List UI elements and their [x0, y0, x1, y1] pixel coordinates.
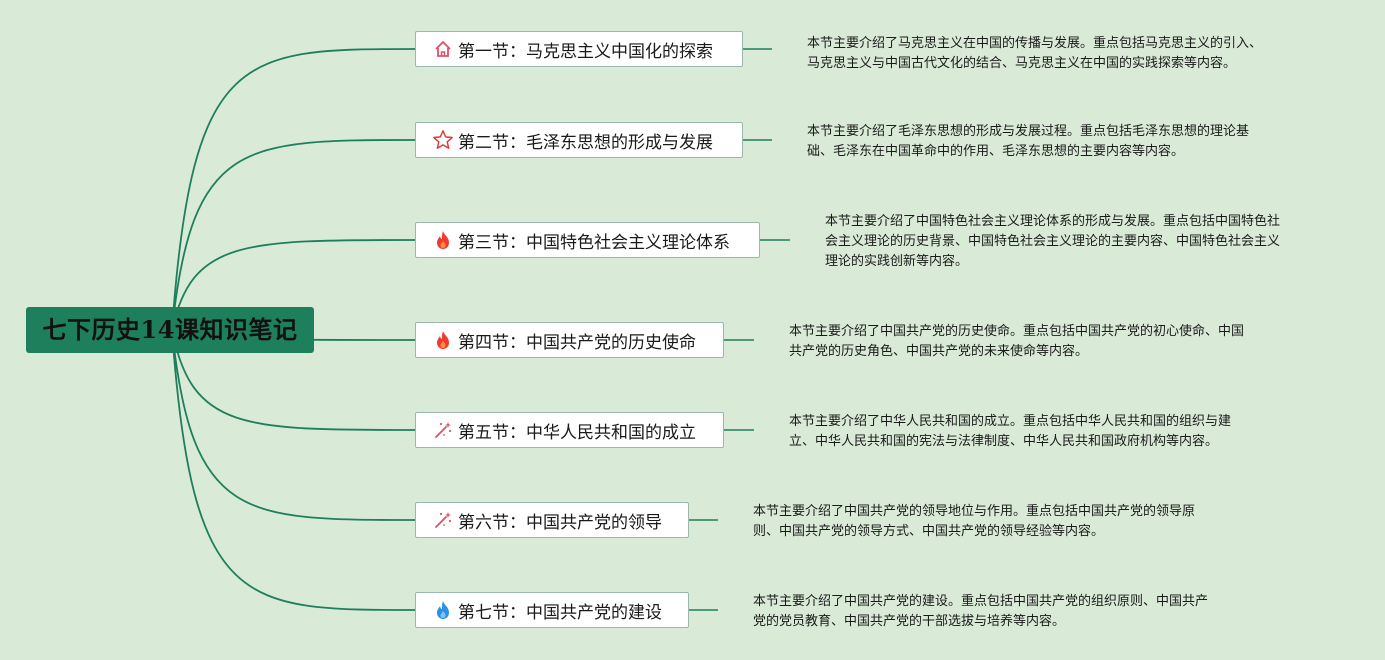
description-line: 则、中国共产党的领导方式、中国共产党的领导经验等内容。: [753, 524, 1105, 539]
fire-icon: [432, 329, 454, 351]
topic-description: 本节主要介绍了中国共产党的建设。重点包括中国共产党的组织原则、中国共产党的党员教…: [753, 592, 1208, 632]
sparkle-wand-icon: [432, 509, 454, 531]
sparkle-wand-icon: [432, 419, 454, 441]
description-line: 本节主要介绍了中国共产党的建设。重点包括中国共产党的组织原则、中国共产: [753, 594, 1209, 609]
topic-description: 本节主要介绍了中国共产党的领导地位与作用。重点包括中国共产党的领导原则、中国共产…: [753, 502, 1195, 542]
fire-icon: [432, 229, 454, 251]
branch-line: [171, 139, 416, 331]
topic-section-2[interactable]: 第二节：毛泽东思想的形成与发展: [415, 122, 743, 158]
description-line: 本节主要介绍了中国共产党的领导地位与作用。重点包括中国共产党的领导原: [753, 504, 1196, 519]
topic-label: 第四节：中国共产党的历史使命: [458, 332, 696, 353]
topic-label: 第七节：中国共产党的建设: [458, 602, 662, 623]
topic-section-5[interactable]: 第五节：中华人民共和国的成立: [415, 412, 724, 448]
description-line: 本节主要介绍了毛泽东思想的形成与发展过程。重点包括毛泽东思想的理论基: [807, 124, 1250, 139]
description-line: 立、中华人民共和国的宪法与法律制度、中华人民共和国政府机构等内容。: [789, 434, 1219, 449]
root-topic[interactable]: 七下历史14课知识笔记: [26, 307, 314, 353]
topic-description: 本节主要介绍了中华人民共和国的成立。重点包括中华人民共和国的组织与建立、中华人民…: [789, 412, 1231, 452]
description-line: 本节主要介绍了马克思主义在中国的传播与发展。重点包括马克思主义的引入、: [807, 36, 1263, 51]
description-line: 本节主要介绍了中华人民共和国的成立。重点包括中华人民共和国的组织与建: [789, 414, 1232, 429]
topic-section-6[interactable]: 第六节：中国共产党的领导: [415, 502, 689, 538]
topic-section-4[interactable]: 第四节：中国共产党的历史使命: [415, 322, 724, 358]
branch-line: [171, 329, 416, 521]
description-line: 础、毛泽东在中国革命中的作用、毛泽东思想的主要内容等内容。: [807, 144, 1185, 159]
description-line: 共产党的历史角色、中国共产党的未来使命等内容。: [789, 344, 1089, 359]
topic-label: 第一节：马克思主义中国化的探索: [458, 41, 713, 62]
topic-description: 本节主要介绍了马克思主义在中国的传播与发展。重点包括马克思主义的引入、马克思主义…: [807, 34, 1262, 74]
topic-description: 本节主要介绍了中国特色社会主义理论体系的形成与发展。重点包括中国特色社会主义理论…: [825, 212, 1280, 272]
description-line: 本节主要介绍了中国共产党的历史使命。重点包括中国共产党的初心使命、中国: [789, 324, 1245, 339]
blue-fire-icon: [432, 599, 454, 621]
topic-description: 本节主要介绍了毛泽东思想的形成与发展过程。重点包括毛泽东思想的理论基础、毛泽东在…: [807, 122, 1249, 162]
description-line: 党的党员教育、中国共产党的干部选拔与培养等内容。: [753, 614, 1066, 629]
branch-line: [171, 329, 416, 611]
topic-label: 第五节：中华人民共和国的成立: [458, 422, 696, 443]
branch-line: [171, 48, 416, 331]
topic-section-1[interactable]: 第一节：马克思主义中国化的探索: [415, 31, 743, 67]
topic-section-7[interactable]: 第七节：中国共产党的建设: [415, 592, 689, 628]
house-icon: [432, 38, 454, 60]
topic-description: 本节主要介绍了中国共产党的历史使命。重点包括中国共产党的初心使命、中国共产党的历…: [789, 322, 1244, 362]
branch-line: [171, 329, 416, 431]
topic-label: 第二节：毛泽东思想的形成与发展: [458, 132, 713, 153]
topic-label: 第六节：中国共产党的领导: [458, 512, 662, 533]
star-icon: [432, 129, 454, 151]
branch-line: [171, 239, 416, 331]
description-line: 会主义理论的历史背景、中国特色社会主义理论的主要内容、中国特色社会主义: [825, 234, 1281, 249]
description-line: 马克思主义与中国古代文化的结合、马克思主义在中国的实践探索等内容。: [807, 56, 1237, 71]
topic-section-3[interactable]: 第三节：中国特色社会主义理论体系: [415, 222, 760, 258]
description-line: 理论的实践创新等内容。: [825, 254, 969, 269]
topic-label: 第三节：中国特色社会主义理论体系: [458, 232, 730, 253]
description-line: 本节主要介绍了中国特色社会主义理论体系的形成与发展。重点包括中国特色社: [825, 214, 1281, 229]
